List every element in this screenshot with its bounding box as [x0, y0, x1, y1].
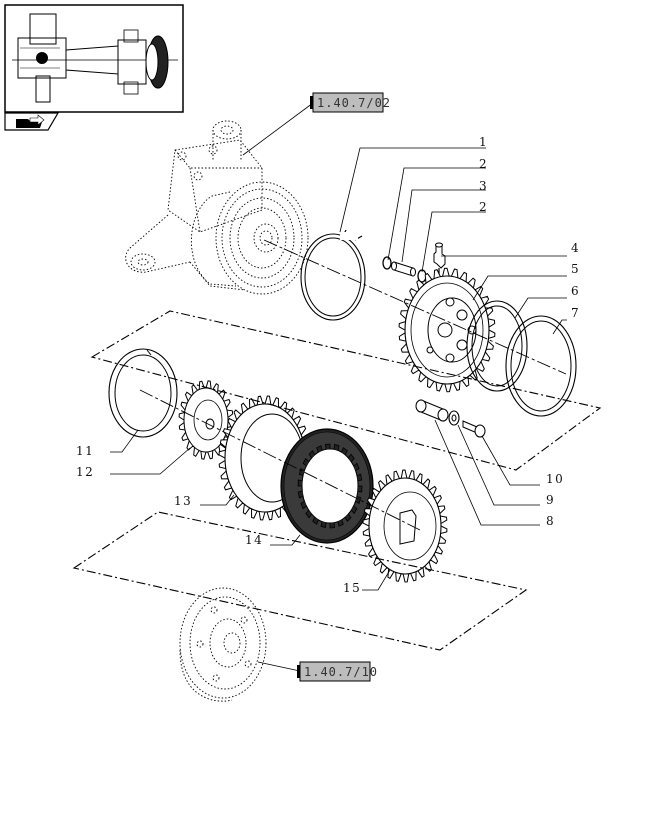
callout-15[interactable]: 15	[343, 581, 361, 595]
callout-1[interactable]: 1	[479, 135, 488, 149]
callout-11[interactable]: 11	[76, 444, 94, 458]
assembly-thumbnail[interactable]	[4, 4, 184, 113]
part-12-sun-gear[interactable]	[178, 380, 234, 460]
axis-line-upper	[263, 239, 567, 375]
bottom-reference-box[interactable]: 1.40.7/10	[297, 661, 378, 682]
callout-10[interactable]: 10	[546, 472, 564, 486]
part-7-ring[interactable]	[505, 315, 577, 417]
bottom-reference-leader	[257, 661, 301, 672]
callout-14[interactable]: 14	[245, 533, 263, 547]
disc-spline-teeth	[297, 443, 363, 529]
folder-arrow-icon[interactable]	[4, 112, 60, 131]
callout-3[interactable]: 3	[479, 179, 488, 193]
callout-2-lower[interactable]: 2	[479, 200, 488, 214]
callout-numbers: 1 2 3 2 4 5 6 7 10 9 8 11 12 13 14 15	[76, 135, 580, 595]
axle-thumbnail-drawing	[12, 13, 178, 103]
axis-line-lower	[139, 389, 421, 531]
assembly-outline-lower	[72, 511, 528, 651]
callout-2-upper[interactable]: 2	[479, 157, 488, 171]
part-9-washer[interactable]	[448, 410, 460, 426]
callout-9[interactable]: 9	[546, 493, 555, 507]
bottom-reference-label: 1.40.7/10	[304, 665, 378, 679]
top-reference-leader	[242, 102, 314, 156]
part-14-friction-disc[interactable]	[280, 428, 374, 544]
part-10-screw[interactable]	[462, 420, 486, 438]
part-11-ring[interactable]	[108, 348, 178, 438]
top-reference-box[interactable]: 1.40.7/02	[310, 92, 391, 113]
callout-12[interactable]: 12	[76, 465, 94, 479]
part-1-snap-ring[interactable]	[300, 229, 366, 321]
callout-4[interactable]: 4	[571, 241, 580, 255]
callout-leaders	[110, 147, 567, 591]
top-reference-label: 1.40.7/02	[317, 96, 391, 110]
part-8-planet-pin[interactable]	[415, 399, 449, 422]
part-3-pin[interactable]	[391, 261, 416, 277]
assembly-outline-upper	[90, 310, 602, 471]
callout-6[interactable]: 6	[571, 284, 580, 298]
axle-housing-drawing	[125, 120, 309, 295]
part-15-splined-gear[interactable]	[362, 469, 448, 583]
part-6-ring[interactable]	[466, 300, 528, 392]
wheel-flange-drawing	[179, 587, 267, 702]
callout-13[interactable]: 13	[174, 494, 192, 508]
part-2-circlip-left[interactable]	[382, 256, 392, 270]
callout-5[interactable]: 5	[571, 262, 580, 276]
callout-8[interactable]: 8	[546, 514, 555, 528]
part-5-planet-carrier[interactable]	[398, 267, 496, 393]
callout-7[interactable]: 7	[571, 306, 580, 320]
